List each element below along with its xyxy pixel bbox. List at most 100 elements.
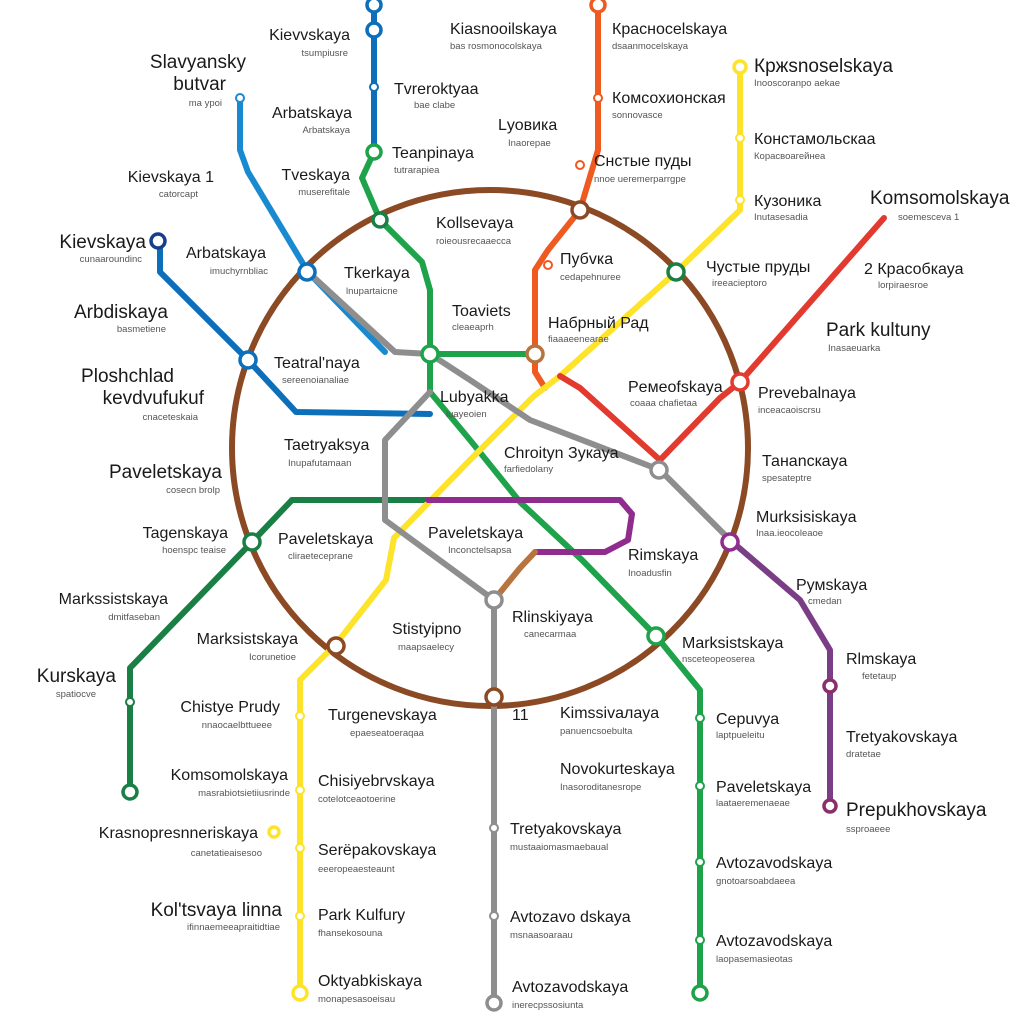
label-turgenevskaya: Turgenevskaya [328,707,437,724]
label-kurskaya: Kurskaya [37,666,117,687]
station-nabrny[interactable] [525,344,545,364]
sublabel-tagenskaya: hoenspc teaise [162,545,226,556]
sublabel-stistyipino: maapsaelecy [398,642,454,653]
station-prepukhovskaya[interactable] [822,798,838,814]
station-tveskaya[interactable] [371,211,389,229]
station-tagenskaya[interactable] [242,532,262,552]
tick-pubvka[interactable] [543,260,553,270]
label-paveletskaya-right: Paveletskaya [716,779,811,796]
sublabel-chistye-prudy: nnaocaelbttueee [202,720,272,731]
station-marksistskaya-left[interactable] [326,636,346,656]
sublabel-krasnoselskaya-ru: dsaanmocelskaya [612,41,689,52]
station-kievskaya-left[interactable] [149,232,167,250]
sublabel-oktyabkiskaya: monapesasoeisau [318,994,395,1005]
tick-park-kulfury[interactable] [295,911,305,921]
station-kievskaya-top-2[interactable] [365,0,383,14]
label-rimskaya-center: Rimskaya [628,547,698,564]
label-tretyakovskaya-right: Tretyakovskaya [846,729,958,746]
label-slavyansky: Slavyansky [150,52,247,73]
sublabel-taetryaksya: Inupafutamaan [288,458,351,469]
tick-konstamolskaa[interactable] [735,133,745,143]
label-paveletskaya-mid: Paveletskaya [278,531,373,548]
tick-serepakovskaya[interactable] [295,843,305,853]
label-pubvka: Пубvка [560,251,613,268]
line-plum [727,537,833,803]
station-avtozavodskaya-g2-end[interactable] [691,984,709,1002]
sublabel-avtozavodskaya-bottom: inerecpssosiunta [512,1000,584,1011]
station-teanpinaya[interactable] [365,143,383,161]
sublabel-kievskaya-left: cunaaroundinc [80,254,143,265]
sublabel-marksistskaya-right: nsceteopeoserea [682,654,756,665]
tick-slavyansky[interactable] [235,93,245,103]
tick-paveletskaya-right[interactable] [695,781,705,791]
label-oktyabkiskaya: Oktyabkiskaya [318,973,422,990]
label-marksistskaya-left: Marksistskaya [197,631,298,648]
label-kievskaya-1: Kievskaya 1 [128,169,214,186]
station-arbatskaya-mid[interactable] [297,262,317,282]
sublabel-ploshchad: cnaceteskaia [143,412,199,423]
label-chisiyebrvskaya: Chisiyebrvskaya [318,773,435,790]
sublabel-arbatskaya-top: Arbatskaya [302,125,350,136]
station-koltsevaya[interactable] [570,200,590,220]
sublabel-paveletskaya-right: laataeremenaeae [716,798,790,809]
tick-avtozavodskaya-grey[interactable] [489,911,499,921]
label-paveletskaya-left: Paveletskaya [109,462,222,483]
sublabel-rumskaya: cmedan [808,596,842,607]
label-taetryaksya: Taetryaksya [284,437,369,454]
tick-avtozavodskaya-g1[interactable] [695,857,705,867]
label-tagenskaya: Tagenskaya [143,525,228,542]
station-krasnoselskaya-ru[interactable] [589,0,607,14]
tick-komsokoinskaya[interactable] [593,93,603,103]
station-rlinskiyaya[interactable] [484,590,504,610]
sublabel-lyovnika: Inaorepae [508,138,551,149]
tick-chistye-prudy[interactable] [295,711,305,721]
tick-avtozavodskaya-g2[interactable] [695,935,705,945]
sublabel-pemeofskaya: coaaa chafietaa [630,398,698,409]
stations [121,0,838,1012]
station-avtozavodskaya-bottom[interactable] [485,994,503,1012]
station-tanankaya[interactable] [649,460,669,480]
label-teatralnaya: Teatral'naya [274,355,360,372]
label-krasnoselskaya-ru: Красноcelskaya [612,21,727,38]
label-chroityn: Chroityn Зукaya [504,445,619,462]
tick-serpuvya[interactable] [695,713,705,723]
station-pemeofskaya[interactable] [730,372,750,392]
label-chistye-prudy-ru: Чустые пруды [706,259,810,276]
station-teatralnaya[interactable] [420,344,440,364]
sublabel-komsokoinskaya: sonnovasce [612,110,663,121]
tick-tvereoktyaa[interactable] [369,82,379,92]
station-rlmskaya[interactable] [822,678,838,694]
label-kievskaya-top: Kievvskaya [269,27,350,44]
station-ploshchad[interactable] [238,350,258,370]
station-kurskaya-end[interactable] [121,783,139,801]
sublabel-krasobkaya: lorpiraesroe [878,280,928,291]
label-avtozavodskaya-grey: Avtozavo dskaya [510,909,631,926]
label-rlinskiyaya: Rlinskiyaya [512,609,593,626]
station-chistye-prudy-ru[interactable] [666,262,686,282]
tick-kurskaya[interactable] [125,697,135,707]
station-krasnopresnneriskaya[interactable] [267,825,281,839]
sublabel-krasnopresnneriskaya: canetatieaisesoo [191,848,262,859]
sublabel-paveletskaya-mid: cliraeteceprane [288,551,353,562]
label-num-11: 11 [512,707,529,724]
sublabel-avtozavodskaya-g1: gnotoarsoabdaeea [716,876,796,887]
tick-chisiyebrvskaya[interactable] [295,785,305,795]
line-yellow [297,64,743,996]
line-light-brown [491,549,538,603]
tick-tretyakovskaya[interactable] [489,823,499,833]
label-murksisiskaya: Murksisiskaya [756,509,857,526]
station-turgenevskaya[interactable] [484,687,504,707]
sublabel-kimssivalaya: panuencsoebulta [560,726,633,737]
station-murksisiskaya[interactable] [720,532,740,552]
station-marksistskaya-right[interactable] [646,626,666,646]
sublabel-tanankaya: spesateptre [762,473,812,484]
sublabel-konstamolskaa: Корасвоагейнеа [754,151,826,162]
station-krasnoselskaya-red[interactable] [732,59,748,75]
lines [127,2,887,1003]
station-kievskaya-top[interactable] [365,21,383,39]
tick-chistye-ru[interactable] [575,160,585,170]
station-oktyabkiskaya[interactable] [291,984,309,1002]
tick-kuzonika[interactable] [735,195,745,205]
sublabel-tretyakovskaya-right: dratetae [846,749,881,760]
line-green-upper [359,149,703,993]
